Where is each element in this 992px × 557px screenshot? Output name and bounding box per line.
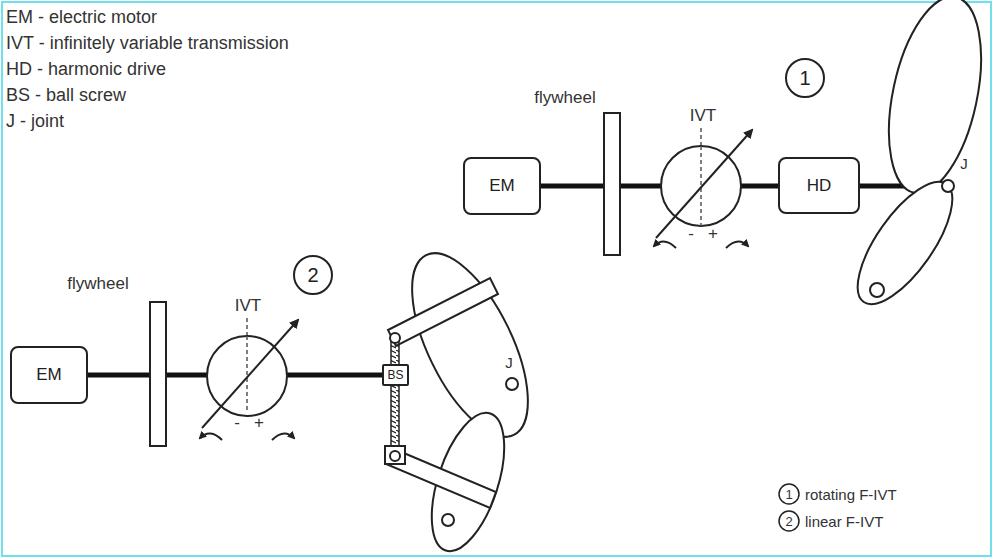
label: -	[688, 225, 694, 242]
label: IVT	[235, 297, 261, 314]
label: IVT - infinitely variable transmission	[6, 34, 289, 52]
lower-limb	[841, 168, 969, 318]
callout-number: 2	[785, 515, 792, 528]
callout-number: 1	[785, 488, 792, 501]
node-text: EM	[489, 176, 515, 196]
label: -	[234, 414, 240, 431]
label: HD - harmonic drive	[6, 60, 166, 78]
component-box: EM	[463, 157, 541, 215]
label: IVT	[690, 107, 716, 124]
joint	[942, 180, 954, 192]
component-box: HD	[778, 157, 860, 214]
node-text: EM	[36, 365, 62, 385]
node-text: HD	[807, 176, 832, 196]
nut	[385, 446, 405, 464]
callout-circle: 1	[785, 58, 825, 98]
label: +	[708, 225, 718, 242]
component-box: EM	[10, 346, 88, 404]
shaft-connector	[541, 184, 778, 189]
callout-circle: 2	[293, 255, 333, 295]
upper-limb	[873, 0, 992, 202]
component-box: BS	[382, 364, 408, 386]
label: EM - electric motor	[6, 8, 157, 26]
flywheel	[150, 302, 166, 446]
label: rotating F-IVT	[805, 487, 897, 502]
label: BS - ball screw	[6, 86, 126, 104]
node-text: BS	[387, 368, 403, 382]
screw	[391, 340, 399, 458]
label: J - joint	[6, 112, 64, 130]
label: linear F-IVT	[805, 514, 883, 529]
label: flywheel	[67, 275, 128, 292]
joint	[506, 378, 518, 390]
label: J	[505, 355, 513, 370]
flywheel	[604, 113, 620, 255]
node-text: 2	[307, 264, 318, 287]
label: flywheel	[534, 89, 595, 106]
node-text: 1	[799, 67, 810, 90]
strap	[388, 278, 498, 346]
label: +	[254, 414, 264, 431]
label: J	[960, 156, 968, 171]
